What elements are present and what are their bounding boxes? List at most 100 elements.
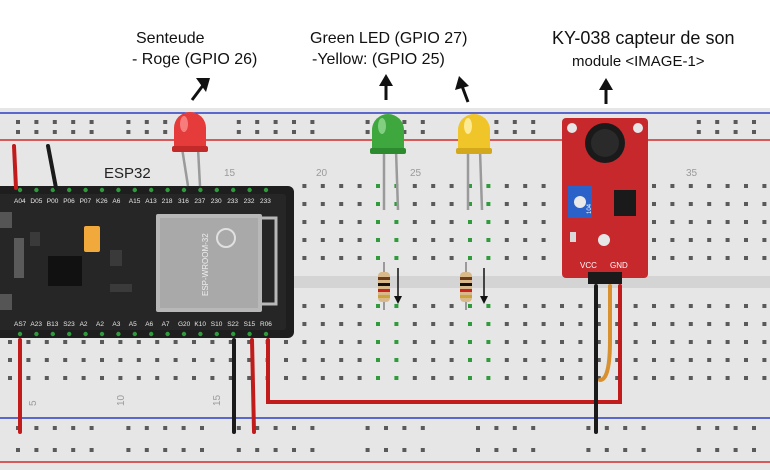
breadboard-hole	[560, 322, 564, 326]
breadboard-hole	[670, 238, 675, 242]
column-number: 15	[212, 394, 223, 406]
breadboard-hole	[744, 202, 748, 206]
breadboard-hole	[320, 256, 325, 260]
breadboard-hole	[504, 256, 509, 260]
breadboard-hole	[596, 358, 601, 362]
breadboard-hole	[560, 340, 564, 344]
breadboard-hole	[100, 376, 104, 380]
breadboard-hole	[449, 322, 454, 326]
breadboard-hole	[284, 340, 288, 344]
breadboard-hole	[376, 220, 380, 224]
breadboard-hole	[357, 322, 362, 326]
breadboard-hole	[523, 202, 528, 206]
breadboard-hole	[604, 426, 609, 430]
breadboard-hole	[100, 340, 104, 344]
breadboard-hole	[725, 202, 730, 206]
breadboard-hole	[449, 202, 454, 206]
breadboard-hole	[670, 322, 675, 326]
top-pin-label: A15	[129, 198, 141, 205]
breadboard-hole	[752, 120, 756, 124]
breadboard-hole	[541, 238, 546, 242]
breadboard-hole	[420, 120, 425, 124]
breadboard-hole	[715, 130, 720, 134]
breadboard-hole	[144, 426, 149, 430]
breadboard-hole	[696, 120, 701, 124]
breadboard-hole	[696, 448, 701, 452]
breadboard-hole	[136, 358, 141, 362]
breadboard-hole	[394, 376, 399, 380]
breadboard-hole	[402, 426, 407, 430]
pin-dot	[214, 331, 219, 337]
capacitor	[84, 226, 100, 252]
column-number: 20	[316, 168, 328, 179]
breadboard-hole	[725, 256, 730, 260]
top-pin-label: 230	[211, 198, 222, 205]
breadboard-hole	[733, 448, 738, 452]
breadboard-hole	[126, 426, 131, 430]
breadboard-hole	[320, 304, 325, 308]
yellow-led	[456, 114, 492, 211]
breadboard-hole	[468, 322, 472, 326]
breadboard-hole	[688, 256, 693, 260]
breadboard-hole	[247, 376, 252, 380]
antenna-trace	[262, 216, 278, 306]
breadboard-hole	[504, 304, 509, 308]
breadboard-hole	[192, 340, 196, 344]
breadboard-hole	[633, 376, 638, 380]
bottom-pin-label: A2	[96, 321, 104, 328]
breadboard-hole	[402, 448, 407, 452]
pin-dot	[50, 331, 55, 337]
breadboard-hole	[578, 322, 583, 326]
breadboard-hole	[126, 120, 131, 124]
breadboard-hole	[715, 426, 720, 430]
breadboard-hole	[89, 448, 94, 452]
breadboard-hole	[652, 376, 656, 380]
breadboard-hole	[402, 120, 407, 124]
breadboard-hole	[34, 448, 39, 452]
orange-wire	[598, 284, 612, 382]
breadboard-hole	[504, 184, 509, 188]
breadboard-hole	[310, 130, 315, 134]
breadboard-hole	[144, 120, 149, 124]
breadboard-hole	[339, 220, 344, 224]
breadboard-hole	[228, 340, 233, 344]
breadboard-hole	[560, 358, 564, 362]
breadboard-hole	[394, 238, 399, 242]
breadboard-hole	[236, 120, 241, 124]
breadboard-hole	[412, 358, 417, 362]
breadboard-hole	[357, 220, 362, 224]
breadboard-hole	[173, 376, 178, 380]
breadboard-hole	[228, 358, 233, 362]
breadboard-hole	[762, 358, 767, 362]
pin-dot	[165, 187, 170, 193]
breadboard-hole	[81, 340, 86, 344]
pin-dot	[231, 331, 236, 337]
breadboard-hole	[725, 304, 730, 308]
pin-dot	[116, 331, 121, 337]
breadboard-hole	[449, 376, 454, 380]
bottom-pin-label: S23	[63, 321, 75, 328]
breadboard-hole	[541, 376, 546, 380]
breadboard-hole	[236, 448, 241, 452]
breadboard-hole	[652, 256, 656, 260]
breadboard-hole	[52, 448, 57, 452]
breadboard-hole	[486, 184, 491, 188]
breadboard-hole	[531, 426, 536, 430]
breadboard-hole	[339, 238, 344, 242]
red-led-label-line2: - Roge (GPIO 26)	[132, 51, 258, 68]
breadboard-hole	[365, 120, 370, 124]
breadboard-hole	[523, 238, 528, 242]
red-wire	[266, 284, 622, 404]
pin-dot	[198, 187, 203, 193]
top-pin-label: 316	[178, 198, 189, 205]
breadboard-hole	[302, 340, 307, 344]
breadboard-hole	[468, 358, 472, 362]
breadboard-hole	[89, 130, 94, 134]
arrow-up-icon	[379, 74, 393, 100]
column-number: 10	[116, 394, 127, 406]
pin-dot	[116, 187, 121, 193]
red-led	[172, 112, 208, 187]
top-pin-label: A6	[112, 198, 120, 205]
breadboard-hole	[339, 202, 344, 206]
